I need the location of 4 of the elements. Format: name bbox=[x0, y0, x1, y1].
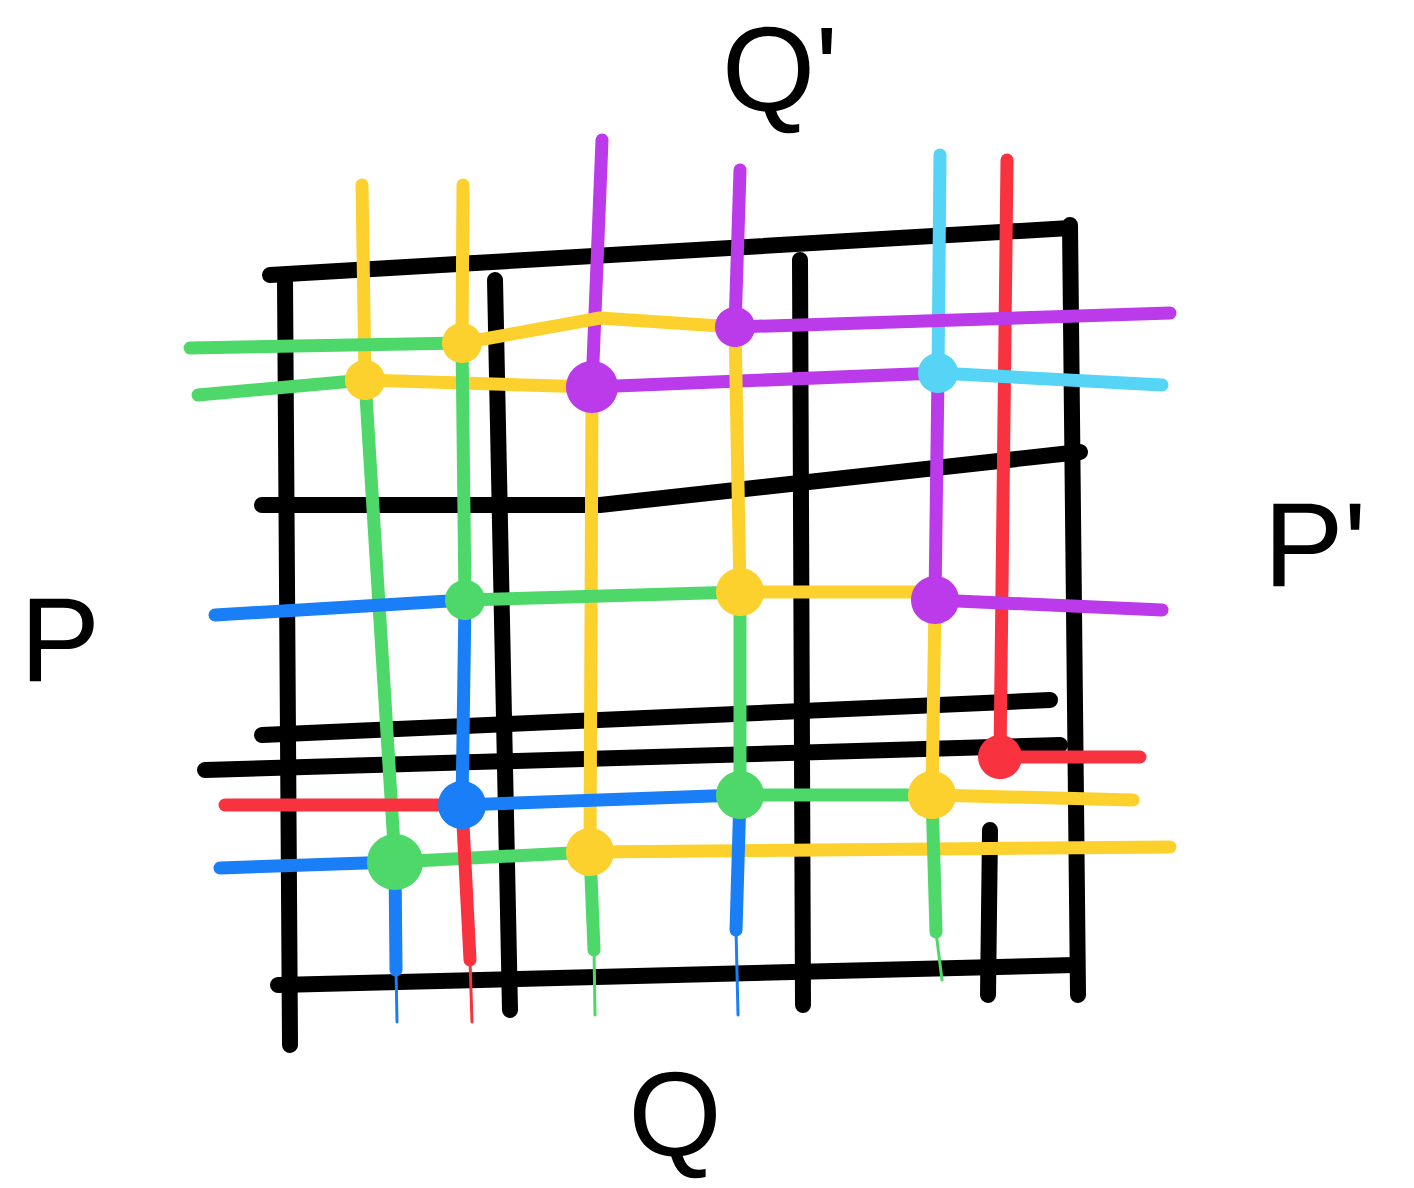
axis-label: P bbox=[29, 598, 94, 682]
axis-label: Q' bbox=[727, 26, 833, 134]
axis-label: P' bbox=[1273, 503, 1361, 587]
axis-label: Q bbox=[634, 1071, 716, 1179]
